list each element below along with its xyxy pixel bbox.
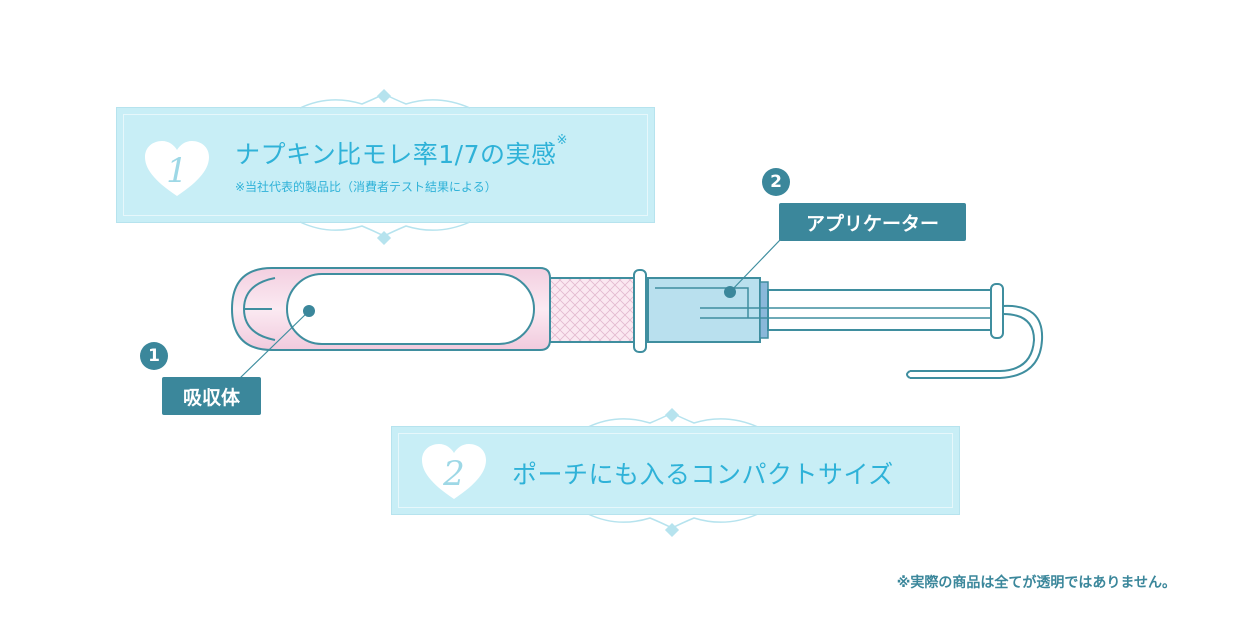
absorber-label: 吸収体: [162, 377, 261, 415]
plunger-rod: [767, 289, 993, 331]
callout-leader-absorber: [239, 305, 315, 379]
callout-number-1: 1: [140, 342, 168, 370]
applicator-label: アプリケーター: [779, 203, 966, 241]
plunger-end-cap: [990, 283, 1004, 339]
feature1-title-text: ナプキン比モレ率1/7の実感: [235, 140, 557, 169]
heart-icon-2: 2: [420, 443, 488, 501]
finger-grip-ring: [633, 269, 647, 353]
panel-inner-border: [398, 433, 953, 508]
absorber-window: [286, 273, 535, 345]
ornament-bottom-1: [299, 221, 471, 246]
ornament-top-1: [299, 88, 471, 109]
heart-number-1: 1: [166, 151, 188, 191]
heart-icon-1: 1: [143, 140, 211, 198]
heart-number-2: 2: [443, 454, 465, 494]
feature1-title-mark: ※: [556, 133, 568, 148]
applicator-mesh-section: [540, 278, 640, 342]
ornament-top-2: [587, 407, 759, 428]
feature1-title: ナプキン比モレ率1/7の実感※: [235, 133, 568, 171]
callout-number-2: 2: [762, 168, 790, 196]
callout-leader-applicator: [724, 239, 781, 298]
feature2-title: ポーチにも入るコンパクトサイズ: [512, 460, 894, 489]
ornament-bottom-2: [587, 513, 759, 538]
panel-inner-border: [123, 114, 648, 216]
disclaimer-footnote: ※実際の商品は全てが透明ではありません。: [896, 575, 1176, 591]
feature1-note: ※当社代表的製品比（消費者テスト結果による）: [235, 180, 497, 194]
feature-panel-2: [391, 426, 960, 515]
removal-string: [910, 304, 1044, 379]
